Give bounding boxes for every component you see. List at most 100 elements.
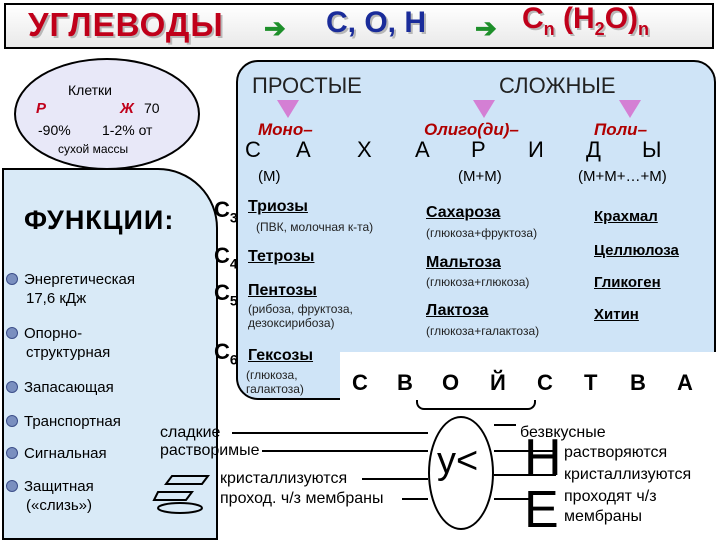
page-title: УГЛЕВОДЫ [28, 6, 224, 43]
connector-line [232, 432, 428, 434]
bullet-icon [6, 447, 18, 459]
triose-label: Триозы [248, 198, 308, 215]
word-letter: Ы [642, 137, 663, 162]
word-letter: А [415, 137, 431, 162]
band-letter: В [630, 370, 646, 395]
band-letter: С [537, 370, 553, 395]
function-item: Транспортная [6, 412, 121, 431]
triose-examples: (ПВК, молочная к-та) [256, 220, 374, 234]
oligo-formula: (М+М) [458, 168, 502, 185]
negation-letter-e: Е [524, 481, 559, 539]
taste-symbol: у< [437, 440, 479, 482]
property-soluble: растворимые [160, 442, 260, 459]
brace-connector [416, 400, 536, 410]
band-letter: Т [584, 370, 598, 395]
property-dissolve: растворяются [564, 444, 668, 461]
connector-line [402, 498, 428, 500]
cellulose-label: Целлюлоза [594, 242, 679, 259]
chitin-label: Хитин [594, 306, 639, 323]
cell-content-oval [14, 58, 200, 170]
property-membrane: проход. ч/з мембраны [220, 490, 384, 507]
band-letter: В [397, 370, 413, 395]
bullet-icon [6, 273, 18, 285]
property-pass-membrane: проходят ч/з [564, 488, 657, 505]
triangle-marker-icon [277, 100, 299, 118]
elements-label: C, O, H [326, 6, 427, 39]
band-letter: А [677, 370, 693, 395]
oligo-prefix: Олиго(ди)– [424, 120, 519, 139]
band-letter: С [352, 370, 368, 395]
arrow-right-icon: ➔ [264, 13, 286, 43]
bullet-icon [6, 415, 18, 427]
connector-line [362, 478, 428, 480]
function-item: Запасающая [6, 378, 114, 397]
glycogen-label: Гликоген [594, 274, 661, 291]
lactose-label: Лактоза [426, 302, 489, 319]
taste-circle [428, 416, 494, 530]
animal-value: 70 [144, 100, 160, 116]
arrow-right-icon: ➔ [475, 13, 497, 43]
cell-heading: Клетки [68, 82, 113, 98]
general-formula: Cn (H2O)n [522, 2, 650, 39]
dry-mass-label: сухой массы [58, 142, 129, 156]
hexose-label: Гексозы [248, 347, 314, 364]
crystal-pictogram-icon [152, 475, 210, 514]
property-crystallize-right: кристаллизуются [564, 466, 692, 483]
carbon-count: C5 [214, 280, 238, 309]
poly-formula: (М+М+…+М) [578, 168, 667, 185]
simple-heading: ПРОСТЫЕ [252, 73, 362, 98]
hexose-examples: (глюкоза, галактоза) [246, 368, 304, 396]
plant-letter: Р [36, 100, 47, 117]
animal-letter: Ж [120, 100, 134, 117]
connector-line [262, 450, 428, 452]
function-item: Опорно-структурная [6, 324, 110, 362]
property-crystallize: кристаллизуются [220, 470, 348, 487]
band-letter: Й [490, 370, 506, 395]
property-sweet: сладкие [160, 424, 221, 441]
maltose-label: Мальтоза [426, 254, 501, 271]
triangle-marker-icon [619, 100, 641, 118]
band-letter: О [442, 370, 460, 395]
animal-percent: 1-2% от [102, 122, 153, 138]
function-item: Защитная(«слизь») [6, 477, 94, 515]
carbon-count: C6 [214, 339, 238, 368]
tetrose-label: Тетрозы [248, 248, 315, 265]
word-letter: С [245, 137, 262, 162]
mono-prefix: Моно– [258, 120, 313, 139]
connector-line [494, 498, 530, 500]
word-letter: Д [586, 137, 602, 162]
lactose-composition: (глюкоза+галактоза) [426, 324, 540, 338]
triangle-marker-icon [473, 100, 495, 118]
title-bar [4, 3, 714, 49]
mono-formula: (М) [258, 168, 281, 185]
word-letter: Х [357, 137, 373, 162]
function-item: Сигнальная [6, 444, 107, 463]
pentose-examples: (рибоза, фруктоза, дезоксирибоза) [248, 302, 353, 330]
carbon-count: C3 [214, 197, 238, 226]
functions-title: ФУНКЦИИ: [24, 205, 175, 235]
property-tasteless: безвкусные [520, 424, 606, 441]
word-letter: Р [471, 137, 487, 162]
plant-percent: -90% [38, 122, 71, 138]
connector-line [494, 424, 516, 426]
word-letter: И [528, 137, 545, 162]
bullet-icon [6, 327, 18, 339]
bullet-icon [6, 381, 18, 393]
property-membrane-word: мембраны [564, 508, 643, 525]
functions-panel [2, 168, 218, 540]
sucrose-composition: (глюкоза+фруктоза) [426, 226, 538, 240]
connector-line [494, 450, 556, 452]
carbon-count: C4 [214, 243, 238, 272]
poly-prefix: Поли– [594, 120, 648, 139]
connector-line [494, 474, 556, 476]
maltose-composition: (глюкоза+глюкоза) [426, 275, 530, 289]
bullet-icon [6, 480, 18, 492]
negation-letter-n: Н [524, 429, 562, 487]
starch-label: Крахмал [594, 208, 658, 225]
complex-heading: СЛОЖНЫЕ [499, 73, 616, 98]
properties-band [340, 352, 720, 402]
word-letter: А [296, 137, 312, 162]
sucrose-label: Сахароза [426, 204, 501, 221]
pentose-label: Пентозы [248, 282, 317, 299]
